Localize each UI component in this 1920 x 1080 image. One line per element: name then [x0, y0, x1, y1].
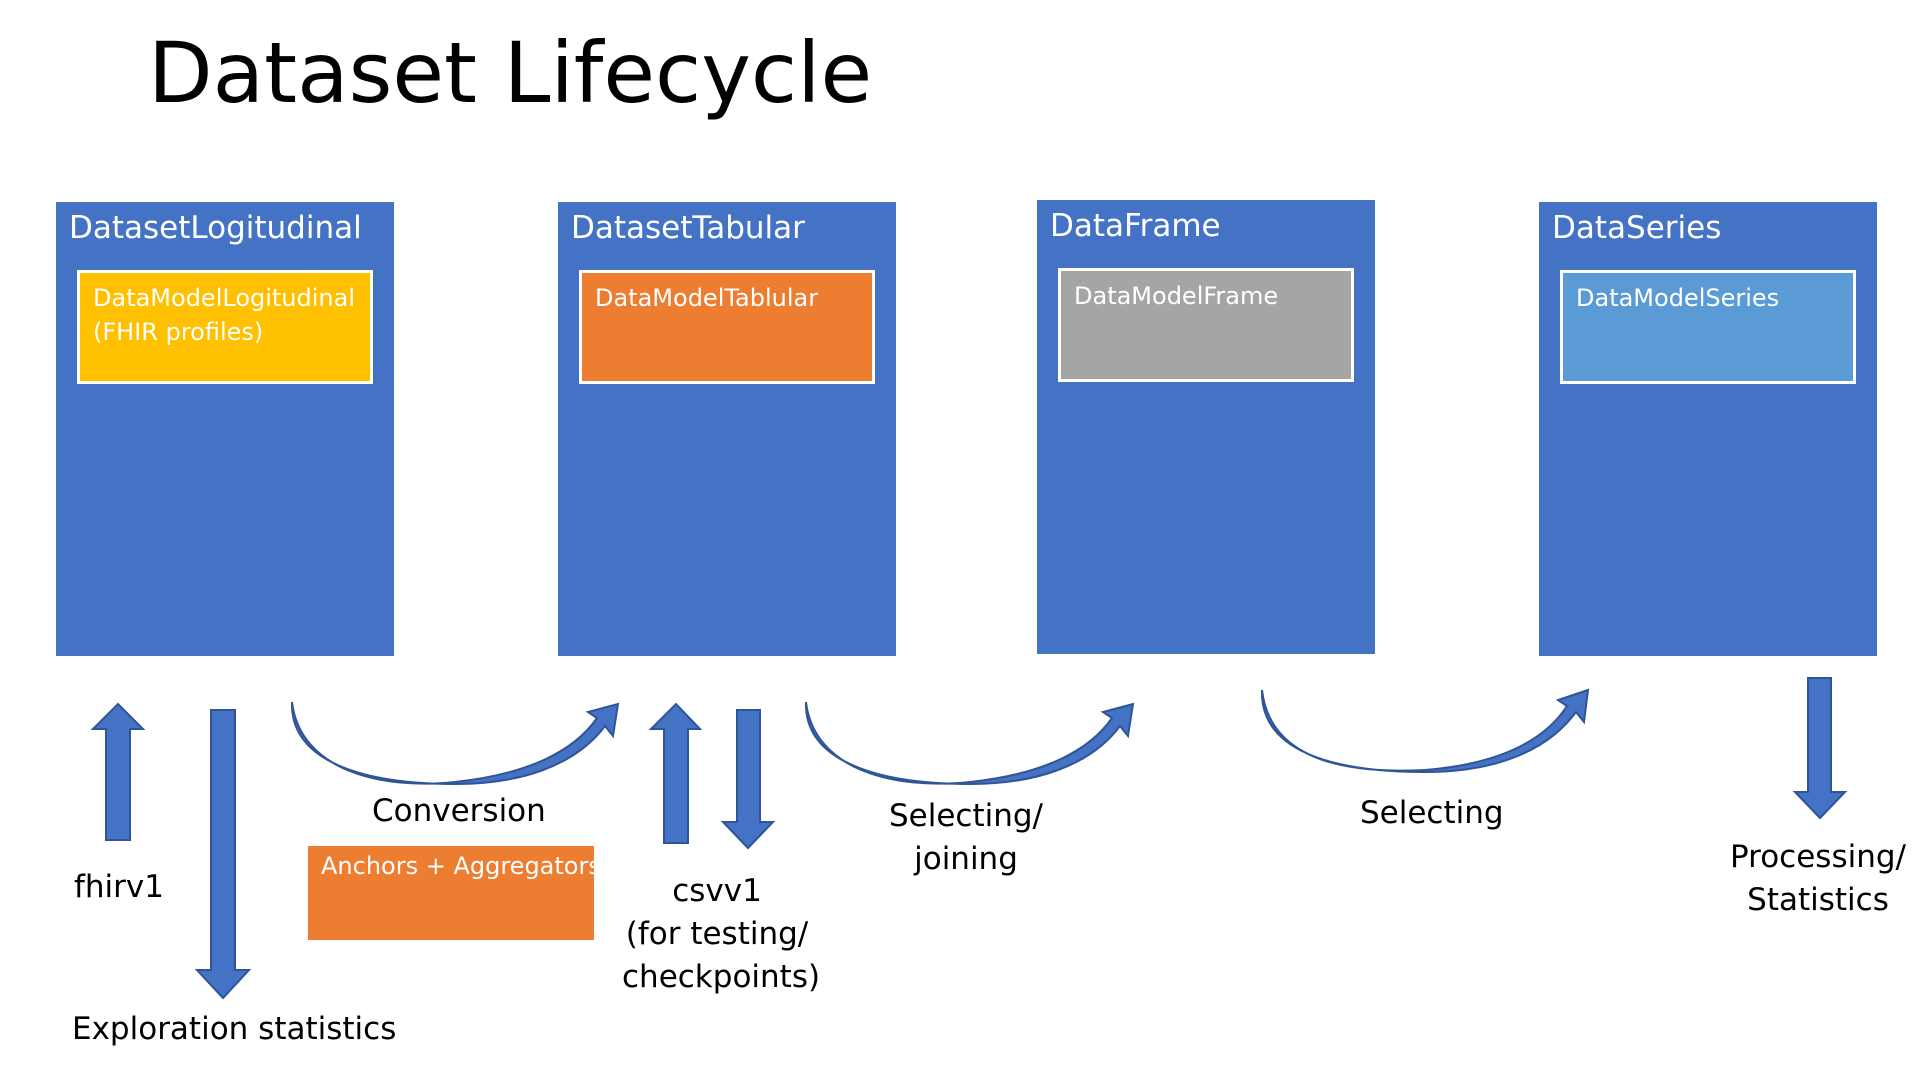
label-selecting-joining-line: Selecting/: [888, 798, 1044, 834]
data-model-box: DataModelTablular: [579, 270, 875, 384]
curved-arrow-icon: [1260, 688, 1590, 774]
stage-title: DatasetTabular: [571, 210, 805, 246]
stage-title: DatasetLogitudinal: [69, 210, 362, 246]
data-model-label: DataModelLogitudinal (FHIR profiles): [93, 284, 356, 346]
label-processing-line: Processing/: [1730, 839, 1906, 875]
label-csvv1-line: checkpoints): [622, 959, 821, 995]
arrow-down-icon: [194, 709, 252, 1000]
data-model-box: DataModelSeries: [1560, 270, 1856, 384]
arrow-down-icon: [1792, 677, 1848, 820]
data-model-box: DataModelFrame: [1058, 268, 1354, 382]
stage-data-series: DataSeries DataModelSeries: [1539, 202, 1877, 656]
label-csvv1-line: (for testing/: [625, 916, 809, 952]
label-processing-line: Statistics: [1747, 882, 1889, 918]
label-fhirv1: fhirv1: [74, 869, 164, 905]
label-conversion: Conversion: [372, 793, 546, 829]
label-exploration-statistics: Exploration statistics: [72, 1011, 397, 1047]
stage-title: DataSeries: [1552, 210, 1722, 246]
data-model-label: DataModelFrame: [1074, 282, 1279, 310]
anchors-aggregators-label: Anchors + Aggregators: [321, 852, 601, 880]
anchors-aggregators-badge: Anchors + Aggregators: [308, 846, 601, 940]
label-selecting: Selecting: [1360, 795, 1504, 831]
label-processing-statistics: Processing/ Statistics: [1728, 836, 1908, 922]
label-selecting-joining-line: joining: [914, 841, 1018, 877]
data-model-label: DataModelSeries: [1576, 284, 1780, 312]
data-model-label: DataModelTablular: [595, 284, 819, 312]
label-csvv1-line: csvv1: [672, 873, 762, 909]
curved-arrow-icon: [804, 701, 1135, 786]
page-title: Dataset Lifecycle: [148, 24, 873, 122]
stage-dataset-longitudinal: DatasetLogitudinal DataModelLogitudinal …: [56, 202, 394, 656]
stage-dataset-tabular: DatasetTabular DataModelTablular: [558, 202, 896, 656]
stage-title: DataFrame: [1050, 208, 1221, 244]
arrow-up-icon: [90, 702, 146, 841]
arrow-up-icon: [648, 702, 703, 844]
curved-arrow-icon: [290, 701, 620, 786]
label-csvv1: csvv1 (for testing/ checkpoints): [622, 870, 821, 999]
arrow-down-icon: [720, 709, 776, 850]
stage-data-frame: DataFrame DataModelFrame: [1037, 200, 1375, 654]
data-model-box: DataModelLogitudinal (FHIR profiles): [77, 270, 373, 384]
label-selecting-joining: Selecting/ joining: [886, 795, 1046, 881]
